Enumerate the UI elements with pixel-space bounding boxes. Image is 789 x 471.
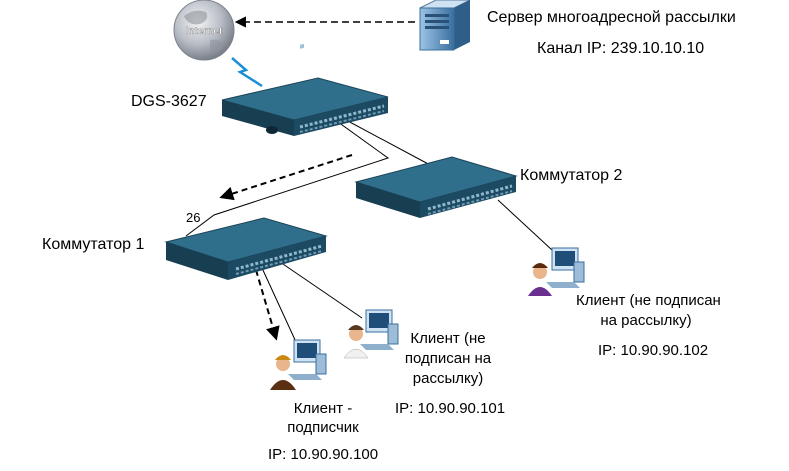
server-channel-ip: Канал IP: 239.10.10.10 — [537, 40, 705, 57]
client102-label-line1: Клиент (не подписан — [576, 292, 721, 309]
client101-ip: IP: 10.90.90.101 — [395, 400, 506, 417]
subscriber-ip: IP: 10.90.90.100 — [268, 446, 379, 463]
link-core-to-switch1 — [185, 121, 390, 237]
internet-wireless-link — [231, 57, 263, 88]
client102-workstation-icon — [528, 247, 585, 296]
switch1-icon — [164, 217, 328, 280]
subscriber-workstation-icon — [270, 339, 327, 390]
switch1-port-label: 26 — [186, 210, 201, 225]
core-switch-dgs3627-icon — [221, 43, 389, 136]
multicast-server-icon — [419, 0, 471, 51]
subscriber-label-line1: Клиент - — [293, 400, 353, 417]
link-core-to-switch2 — [345, 119, 433, 167]
client101-label-line2: подписан на — [404, 350, 492, 367]
client101-label-line3: рассылку) — [412, 370, 484, 387]
link-switch2-to-client102 — [497, 199, 553, 251]
client102-label-line2: на рассылку) — [600, 312, 692, 329]
switch2-icon — [354, 156, 518, 218]
core-switch-label: DGS-3627 — [131, 93, 207, 110]
client101-label-line1: Клиент (не — [410, 330, 486, 347]
internet-globe-icon: Internet — [173, 0, 235, 61]
switch1-label: Коммутатор 1 — [42, 236, 145, 253]
switch2-label: Коммутатор 2 — [520, 167, 623, 184]
link-switch1-to-subscriber — [261, 267, 297, 343]
server-title: Сервер многоадресной рассылки — [487, 9, 736, 26]
link-switch1-to-client101 — [279, 261, 363, 319]
multicast-flow-arrow — [219, 154, 353, 201]
internet-label: Internet — [186, 26, 223, 37]
client101-workstation-icon — [343, 309, 399, 359]
subscriber-flow-arrow — [255, 269, 280, 341]
client102-ip: IP: 10.90.90.102 — [598, 342, 709, 359]
subscriber-label-line2: подписчик — [287, 419, 359, 436]
